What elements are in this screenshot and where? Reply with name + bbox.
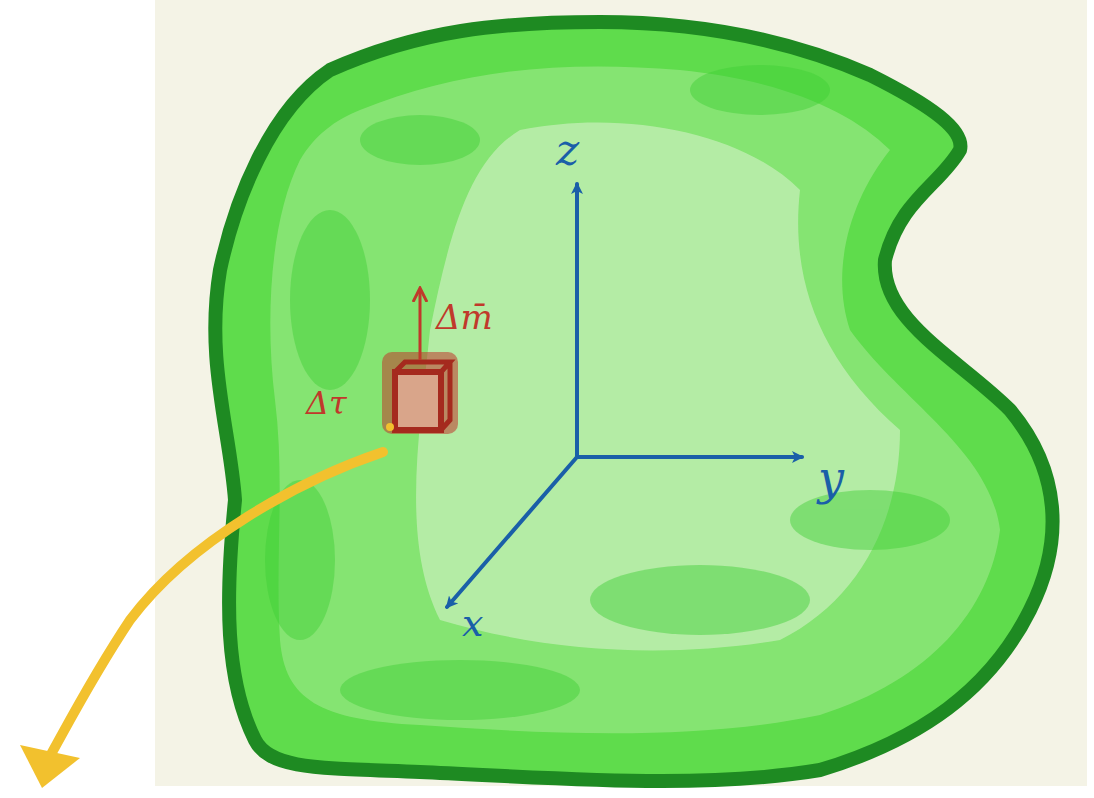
body-highlight xyxy=(416,123,900,651)
body-outline xyxy=(215,22,1052,781)
volume-element xyxy=(382,352,458,434)
moment-arrow xyxy=(419,290,422,360)
body-texture xyxy=(265,65,950,720)
escape-path xyxy=(45,452,383,765)
coordinate-axes xyxy=(447,184,802,607)
quantity-label: Δm̄ xyxy=(436,300,493,334)
axis-label: y xyxy=(818,455,844,501)
quantity-label: Δτ xyxy=(306,387,347,419)
escape-arrowhead xyxy=(20,745,80,788)
body-shading xyxy=(270,66,1000,733)
paper xyxy=(155,0,1087,786)
axis-label: z xyxy=(556,128,579,172)
axis-label: x xyxy=(462,604,483,642)
